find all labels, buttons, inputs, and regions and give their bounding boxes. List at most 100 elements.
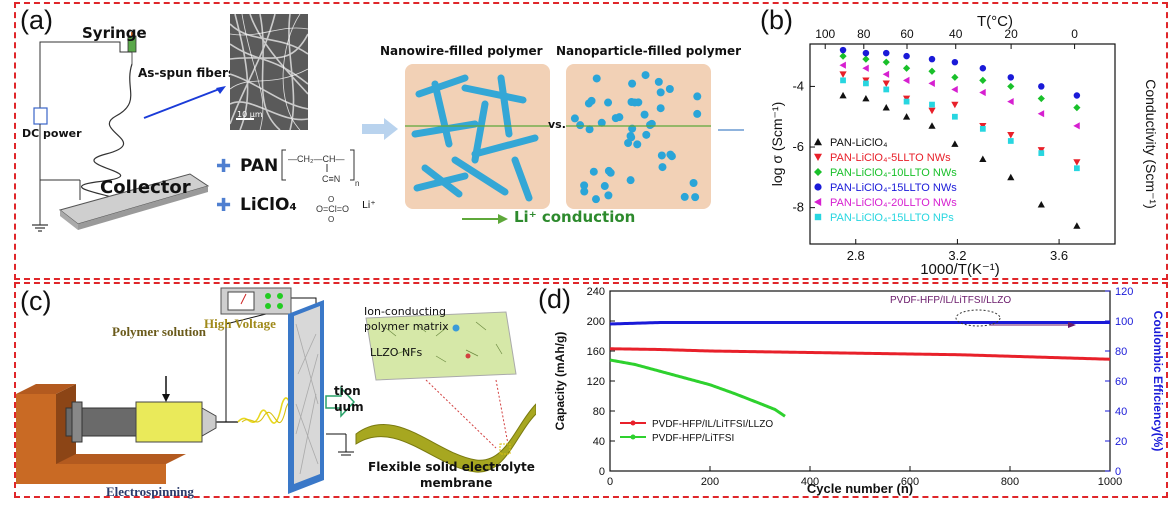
panel-b-letter: (b) — [760, 5, 793, 35]
svg-text:C≡N: C≡N — [322, 174, 340, 184]
series-line — [609, 321, 1110, 326]
data-point — [951, 85, 958, 94]
panel-d-letter: (d) — [538, 284, 571, 314]
nanoparticle-dot — [604, 166, 613, 175]
x2-tick-label: 80 — [857, 27, 871, 41]
llzo-nfs-label: LLZO NFs — [370, 346, 423, 359]
pan-label: PAN — [240, 156, 279, 176]
nanowire-title: Nanowire-filled polymer — [380, 44, 543, 58]
nanoparticle-dot — [600, 182, 609, 191]
nanoparticle-dot — [642, 130, 651, 139]
x-tick-label: 200 — [701, 476, 719, 488]
y-tick-label: 160 — [587, 346, 605, 358]
nanoparticle-dot — [647, 119, 656, 128]
nanoparticle-dot — [624, 138, 633, 147]
nanoparticle-dot — [680, 192, 689, 201]
tion-label: tion — [334, 384, 361, 398]
pan-structure: —CH₂—CH— C≡N n — [281, 149, 359, 188]
flexible-membrane-label-2: membrane — [420, 476, 493, 490]
data-point — [979, 125, 986, 132]
legend-marker — [814, 183, 822, 191]
li-conduction-arrow-icon — [462, 214, 508, 224]
y-right-tick-label: 80 — [1115, 346, 1127, 358]
nanoparticle-dot — [657, 151, 666, 160]
x-tick-label: 1000 — [1098, 476, 1122, 488]
electrospinning-label: Electrospinning — [106, 484, 194, 499]
nanoparticle-dot — [630, 98, 639, 107]
data-point — [882, 70, 890, 78]
x-tick-label: 400 — [801, 476, 819, 488]
data-point — [951, 140, 959, 147]
x-tick-label: 800 — [1001, 476, 1019, 488]
data-point — [1007, 173, 1015, 181]
data-point — [1037, 201, 1045, 208]
nanoparticle-dot — [611, 114, 620, 123]
data-point — [979, 88, 986, 97]
x2-tick-label: 0 — [1071, 27, 1078, 41]
data-point — [902, 64, 911, 72]
data-point — [979, 76, 987, 84]
legend-marker — [814, 168, 822, 176]
uum-label: uum — [334, 400, 364, 414]
panel-c-letter: (c) — [20, 286, 52, 316]
data-point — [862, 64, 869, 72]
arrow-icon — [143, 86, 226, 119]
nanoparticle-dot — [689, 178, 698, 187]
data-point — [839, 52, 847, 60]
nanoparticle-dot — [585, 125, 594, 134]
svg-text:n: n — [355, 179, 359, 188]
svg-text:O: O — [328, 195, 334, 204]
dc-power-label: DC power — [22, 127, 82, 140]
x2-tick-label: 20 — [1004, 27, 1018, 41]
data-point — [951, 113, 958, 120]
legend-marker — [814, 138, 822, 146]
process-arrow-icon — [362, 118, 398, 140]
data-point — [928, 79, 935, 87]
x2-axis-label: T(°C) — [977, 13, 1013, 30]
svg-text:O=Cl=O: O=Cl=O — [316, 204, 349, 214]
x-tick-label: 0 — [607, 476, 613, 488]
y-right-axis-label: Conductivity (Scm⁻¹) — [1143, 79, 1159, 209]
nanoparticle-dot — [604, 191, 613, 200]
nanoparticle-dot — [656, 88, 665, 97]
data-point — [882, 80, 890, 87]
data-point — [1073, 92, 1081, 99]
legend-label: PAN-LiClO₄-20LLTO NWs — [830, 197, 957, 209]
x-tick-label: 600 — [901, 476, 919, 488]
nanoparticle-dot — [666, 150, 675, 159]
data-point — [902, 76, 910, 84]
nanoparticle-dot — [589, 167, 598, 176]
data-point — [951, 73, 959, 81]
y-axis-label: Capacity (mAh/g) — [553, 332, 567, 431]
data-point — [1007, 132, 1015, 139]
legend-marker — [814, 213, 822, 221]
nanoparticle-dot — [587, 96, 596, 105]
data-point — [839, 46, 847, 54]
data-point — [951, 58, 959, 66]
nanoparticle-dot — [641, 71, 650, 80]
syringe-label: Syringe — [82, 24, 147, 42]
data-point — [903, 52, 910, 60]
data-point — [862, 94, 870, 102]
legend-marker — [814, 153, 822, 161]
annotation-circle — [955, 309, 1001, 327]
nanoparticle-dot — [592, 74, 601, 83]
nanoparticle-dot — [626, 176, 635, 185]
nanoparticle-dot — [640, 110, 649, 119]
legend-label: PAN-LiClO₄-5LLTO NWs — [830, 152, 951, 164]
data-point — [840, 77, 846, 84]
y-right-axis-label: Coulombic Efficiency(%) — [1151, 311, 1164, 452]
nanoparticle-dot — [654, 77, 663, 86]
nanoparticle-dot — [576, 121, 585, 130]
nanoparticle-dot — [604, 98, 613, 107]
nanoparticle-dot — [628, 79, 637, 88]
panel-a-b-frame — [14, 2, 1168, 280]
electrospinning-setup-c — [16, 287, 536, 494]
legend-label: PAN-LiClO₄-15LLTO NWs — [830, 182, 957, 194]
y-tick-label: 200 — [587, 316, 605, 328]
data-point — [929, 101, 935, 108]
data-point — [1073, 122, 1080, 130]
y-tick-label: -4 — [792, 78, 804, 93]
nanoparticle-dot — [597, 118, 606, 127]
